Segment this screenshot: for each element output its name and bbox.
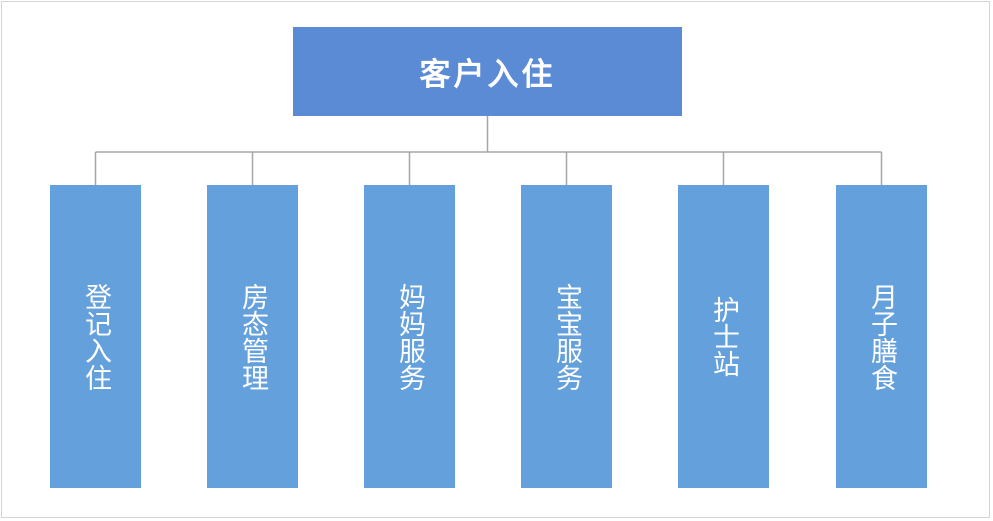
child-node-label: 房态管理 <box>237 282 268 391</box>
child-node-label: 妈妈服务 <box>394 282 425 391</box>
child-node-label: 登记入住 <box>80 282 111 391</box>
child-node-room-status: 房态管理 <box>207 185 298 488</box>
child-node-registration: 登记入住 <box>50 185 141 488</box>
child-node-label: 宝宝服务 <box>551 282 582 391</box>
child-node-nurse-station: 护士站 <box>678 185 769 488</box>
child-node-label: 护士站 <box>708 296 739 377</box>
child-node-label: 月子膳食 <box>866 282 897 391</box>
root-node-label: 客户入住 <box>419 57 556 93</box>
child-node-confinement-meals: 月子膳食 <box>836 185 927 488</box>
child-node-baby-service: 宝宝服务 <box>521 185 612 488</box>
root-node: 客户入住 <box>293 27 682 116</box>
child-node-mother-service: 妈妈服务 <box>364 185 455 488</box>
